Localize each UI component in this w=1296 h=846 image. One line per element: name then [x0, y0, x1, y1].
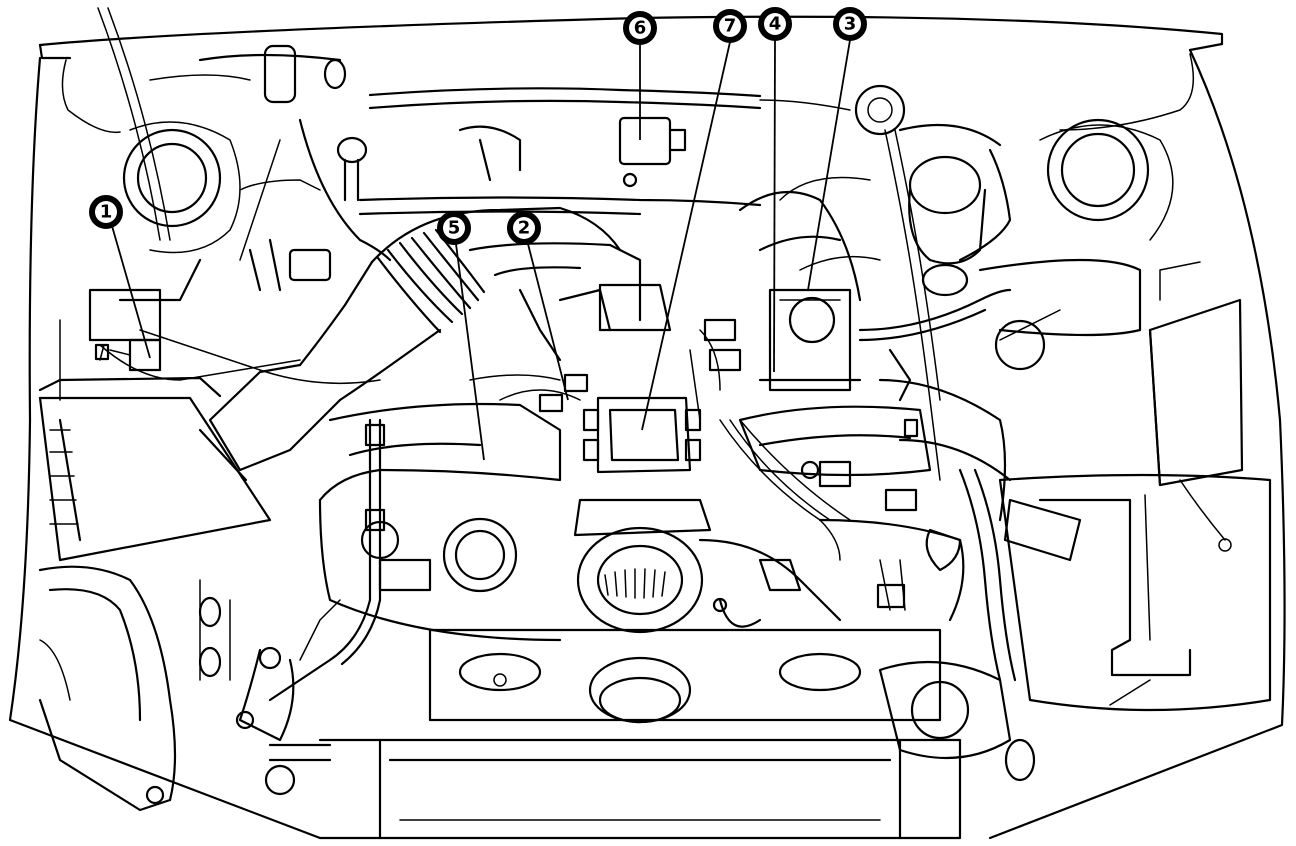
callout-1-label: 1	[100, 202, 113, 223]
engine-block	[318, 402, 965, 642]
right-strut-tower	[1039, 118, 1174, 241]
sensor-component-1	[94, 338, 162, 372]
brake-master-cylinder	[854, 84, 1002, 297]
left-strut-tower	[122, 121, 241, 254]
callout-5: 5	[437, 211, 471, 245]
callout-7: 7	[713, 9, 747, 43]
right-fender-area	[978, 258, 1272, 712]
lower-left-duct	[38, 565, 177, 812]
callout-2-label: 2	[518, 218, 531, 239]
hoses-and-wires	[59, 7, 1061, 796]
radiator	[318, 738, 962, 840]
callout-6: 6	[623, 11, 657, 45]
crank-pulley	[428, 628, 942, 724]
air-cleaner-box	[38, 376, 272, 562]
callout-4-label: 4	[769, 14, 782, 35]
air-intake-duct	[198, 206, 622, 482]
coolant-reservoir	[878, 660, 1036, 782]
callout-1: 1	[89, 195, 123, 229]
battery	[994, 261, 1244, 487]
callout-3-label: 3	[844, 14, 857, 35]
throttle-body	[758, 288, 862, 392]
callout-2: 2	[507, 211, 541, 245]
sensor-component-6	[618, 116, 687, 188]
callout-4: 4	[758, 7, 792, 41]
alternator	[573, 498, 712, 634]
callout-7-label: 7	[724, 16, 737, 37]
intake-manifold	[468, 176, 881, 332]
callout-3: 3	[833, 7, 867, 41]
callout-5-label: 5	[448, 218, 461, 239]
ignition-coil	[582, 396, 702, 474]
callout-6-label: 6	[634, 18, 647, 39]
callout-leaders	[111, 39, 851, 461]
